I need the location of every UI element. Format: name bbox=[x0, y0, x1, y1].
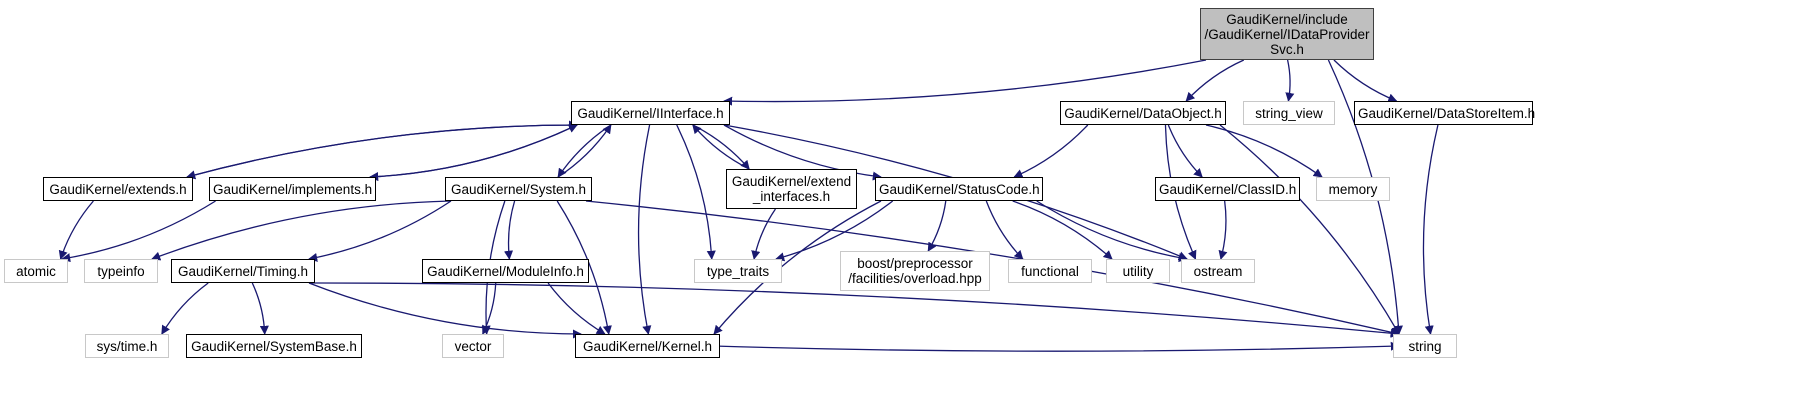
graph-node-label: atomic bbox=[16, 263, 56, 279]
graph-edge-extends-to-atomic bbox=[58, 200, 94, 260]
graph-node-typeinfo[interactable]: typeinfo bbox=[84, 259, 158, 283]
graph-node-label: GaudiKernel/implements.h bbox=[213, 181, 373, 197]
graph-node-label: type_traits bbox=[706, 263, 770, 279]
graph-node-statuscode[interactable]: GaudiKernel/StatusCode.h bbox=[875, 177, 1043, 201]
graph-node-label: GaudiKernel/ClassID.h bbox=[1159, 181, 1297, 197]
graph-node-label: sys/time.h bbox=[96, 338, 158, 354]
graph-node-extends[interactable]: GaudiKernel/extends.h bbox=[43, 177, 193, 201]
graph-node-moduleinfo[interactable]: GaudiKernel/ModuleInfo.h bbox=[422, 259, 589, 283]
graph-node-string[interactable]: string bbox=[1393, 334, 1457, 358]
graph-edge-timing-to-systime bbox=[161, 282, 209, 335]
graph-edge-system-to-moduleinfo bbox=[503, 200, 516, 260]
graph-node-boost_overload[interactable]: boost/preprocessor /facilities/overload.… bbox=[840, 251, 990, 291]
graph-edge-statuscode-to-functional bbox=[985, 200, 1024, 260]
graph-edge-system-to-typeinfo bbox=[151, 200, 452, 261]
graph-edge-extend_if-to-iinterface bbox=[692, 124, 750, 170]
graph-node-label: GaudiKernel/IInterface.h bbox=[577, 105, 724, 121]
graph-node-extend_if[interactable]: GaudiKernel/extend _interfaces.h bbox=[726, 169, 857, 209]
graph-node-type_traits[interactable]: type_traits bbox=[694, 259, 782, 283]
graph-node-label: GaudiKernel/DataObject.h bbox=[1064, 105, 1222, 121]
graph-node-label: ostream bbox=[1193, 263, 1243, 279]
graph-edge-iinterface-to-implements bbox=[369, 124, 578, 182]
graph-node-label: GaudiKernel/extend _interfaces.h bbox=[731, 174, 852, 204]
graph-edge-extend_if-to-type_traits bbox=[751, 208, 776, 260]
graph-edge-dataobject-to-classid bbox=[1167, 124, 1203, 178]
graph-edge-dataobject-to-string bbox=[1219, 124, 1400, 335]
graph-node-label: GaudiKernel/include /GaudiKernel/IDataPr… bbox=[1204, 11, 1370, 57]
graph-edge-dataobject-to-memory bbox=[1205, 124, 1323, 178]
graph-node-root[interactable]: GaudiKernel/include /GaudiKernel/IDataPr… bbox=[1200, 8, 1374, 60]
graph-node-label: typeinfo bbox=[97, 263, 145, 279]
graph-node-memory[interactable]: memory bbox=[1316, 177, 1390, 201]
graph-node-label: GaudiKernel/Kernel.h bbox=[582, 338, 713, 354]
graph-edge-implements-to-atomic bbox=[61, 200, 216, 263]
graph-edge-iinterface-to-system bbox=[557, 124, 612, 178]
graph-edge-root-to-dataobject bbox=[1185, 59, 1245, 102]
graph-node-label: GaudiKernel/Timing.h bbox=[177, 263, 309, 279]
graph-node-label: memory bbox=[1328, 181, 1378, 197]
graph-edge-timing-to-systembase bbox=[251, 282, 269, 335]
graph-edge-root-to-datastoreitem bbox=[1333, 59, 1398, 103]
graph-edge-statuscode-to-boost_overload bbox=[927, 200, 947, 252]
graph-node-string_view[interactable]: string_view bbox=[1243, 101, 1335, 125]
graph-node-label: utility bbox=[1122, 263, 1154, 279]
graph-node-classid[interactable]: GaudiKernel/ClassID.h bbox=[1155, 177, 1300, 201]
graph-node-label: GaudiKernel/System.h bbox=[450, 181, 587, 197]
graph-node-timing[interactable]: GaudiKernel/Timing.h bbox=[171, 259, 315, 283]
graph-node-implements[interactable]: GaudiKernel/implements.h bbox=[209, 177, 376, 201]
graph-edge-iinterface-to-extends bbox=[186, 124, 578, 180]
graph-edge-moduleinfo-to-vector bbox=[482, 282, 497, 335]
graph-node-label: GaudiKernel/StatusCode.h bbox=[879, 181, 1040, 197]
graph-edge-statuscode-to-ostream bbox=[1036, 200, 1188, 263]
graph-edge-system-to-iinterface bbox=[557, 124, 612, 178]
graph-node-label: vector bbox=[454, 338, 492, 354]
graph-edge-moduleinfo-to-kernel bbox=[547, 282, 606, 335]
graph-edge-kernel-to-string bbox=[713, 341, 1400, 352]
graph-edge-iinterface-to-type_traits bbox=[676, 124, 716, 260]
graph-node-label: GaudiKernel/SystemBase.h bbox=[191, 338, 357, 354]
graph-edge-classid-to-ostream bbox=[1218, 200, 1228, 260]
graph-edge-system-to-timing bbox=[308, 200, 452, 262]
graph-edge-root-to-iinterface bbox=[723, 59, 1207, 106]
graph-node-iinterface[interactable]: GaudiKernel/IInterface.h bbox=[571, 101, 730, 125]
graph-edge-statuscode-to-utility bbox=[1012, 200, 1113, 260]
graph-node-datastoreitem[interactable]: GaudiKernel/DataStoreItem.h bbox=[1354, 101, 1536, 125]
graph-edge-iinterface-to-kernel bbox=[637, 124, 652, 335]
graph-edge-implements-to-iinterface bbox=[369, 124, 578, 178]
graph-node-label: functional bbox=[1021, 263, 1079, 279]
graph-node-functional[interactable]: functional bbox=[1008, 259, 1092, 283]
graph-node-system[interactable]: GaudiKernel/System.h bbox=[445, 177, 592, 201]
graph-edge-datastoreitem-to-string bbox=[1422, 124, 1439, 335]
graph-edge-iinterface-to-extend_if bbox=[692, 124, 750, 170]
graph-node-label: GaudiKernel/DataStoreItem.h bbox=[1358, 105, 1536, 121]
graph-node-label: GaudiKernel/ModuleInfo.h bbox=[427, 263, 584, 279]
graph-node-dataobject[interactable]: GaudiKernel/DataObject.h bbox=[1060, 101, 1226, 125]
graph-node-ostream[interactable]: ostream bbox=[1181, 259, 1255, 283]
graph-node-label: boost/preprocessor /facilities/overload.… bbox=[848, 256, 982, 286]
graph-node-utility[interactable]: utility bbox=[1106, 259, 1170, 283]
graph-edge-timing-to-kernel bbox=[308, 282, 582, 339]
graph-node-label: GaudiKernel/extends.h bbox=[49, 181, 187, 197]
graph-node-systembase[interactable]: GaudiKernel/SystemBase.h bbox=[186, 334, 362, 358]
graph-edge-dataobject-to-statuscode bbox=[1013, 124, 1089, 178]
graph-node-systime[interactable]: sys/time.h bbox=[85, 334, 169, 358]
graph-node-kernel[interactable]: GaudiKernel/Kernel.h bbox=[575, 334, 720, 358]
graph-node-label: string_view bbox=[1255, 105, 1323, 121]
graph-edge-extends-to-iinterface bbox=[186, 120, 578, 178]
graph-node-atomic[interactable]: atomic bbox=[4, 259, 68, 283]
graph-node-vector[interactable]: vector bbox=[442, 334, 504, 358]
graph-node-label: string bbox=[1408, 338, 1442, 354]
graph-edge-root-to-string_view bbox=[1285, 59, 1295, 102]
